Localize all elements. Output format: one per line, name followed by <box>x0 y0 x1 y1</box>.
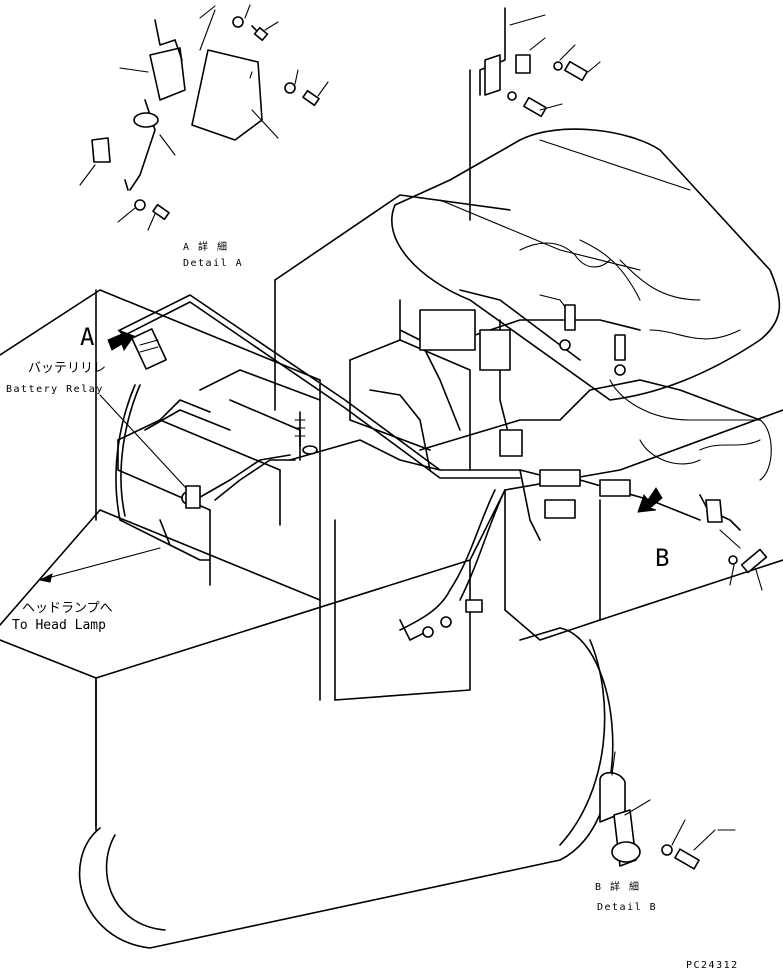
detail-a-jp-label: A 詳 細 <box>183 240 229 253</box>
detail-b-jp-label: B 詳 細 <box>595 880 641 893</box>
marker-a-label: A <box>80 323 95 351</box>
callout-leaders <box>38 394 187 583</box>
detail-a-parts <box>79 4 329 231</box>
detail-a-en-label: Detail A <box>183 258 243 269</box>
battery-relay-jp-label: バッテリリレ <box>28 361 106 376</box>
head-lamp-jp-label: ヘッドランプへ <box>22 601 113 616</box>
detail-b-installed <box>699 494 768 591</box>
arrow-b <box>637 487 663 513</box>
battery-relay-en-label: Battery Relay <box>6 384 104 395</box>
drawing-number: PC24312 <box>686 960 739 971</box>
upper-frame <box>0 128 783 831</box>
detail-b-parts <box>599 751 736 870</box>
battery-relay <box>131 328 318 509</box>
detail-top-right-parts <box>469 7 601 221</box>
arrow-a <box>107 329 135 352</box>
wiring-harness <box>115 289 761 641</box>
head-lamp-en-label: To Head Lamp <box>12 618 106 633</box>
marker-b-label: B <box>655 544 669 572</box>
detail-b-en-label: Detail B <box>597 902 657 913</box>
crawler-track <box>78 627 614 949</box>
